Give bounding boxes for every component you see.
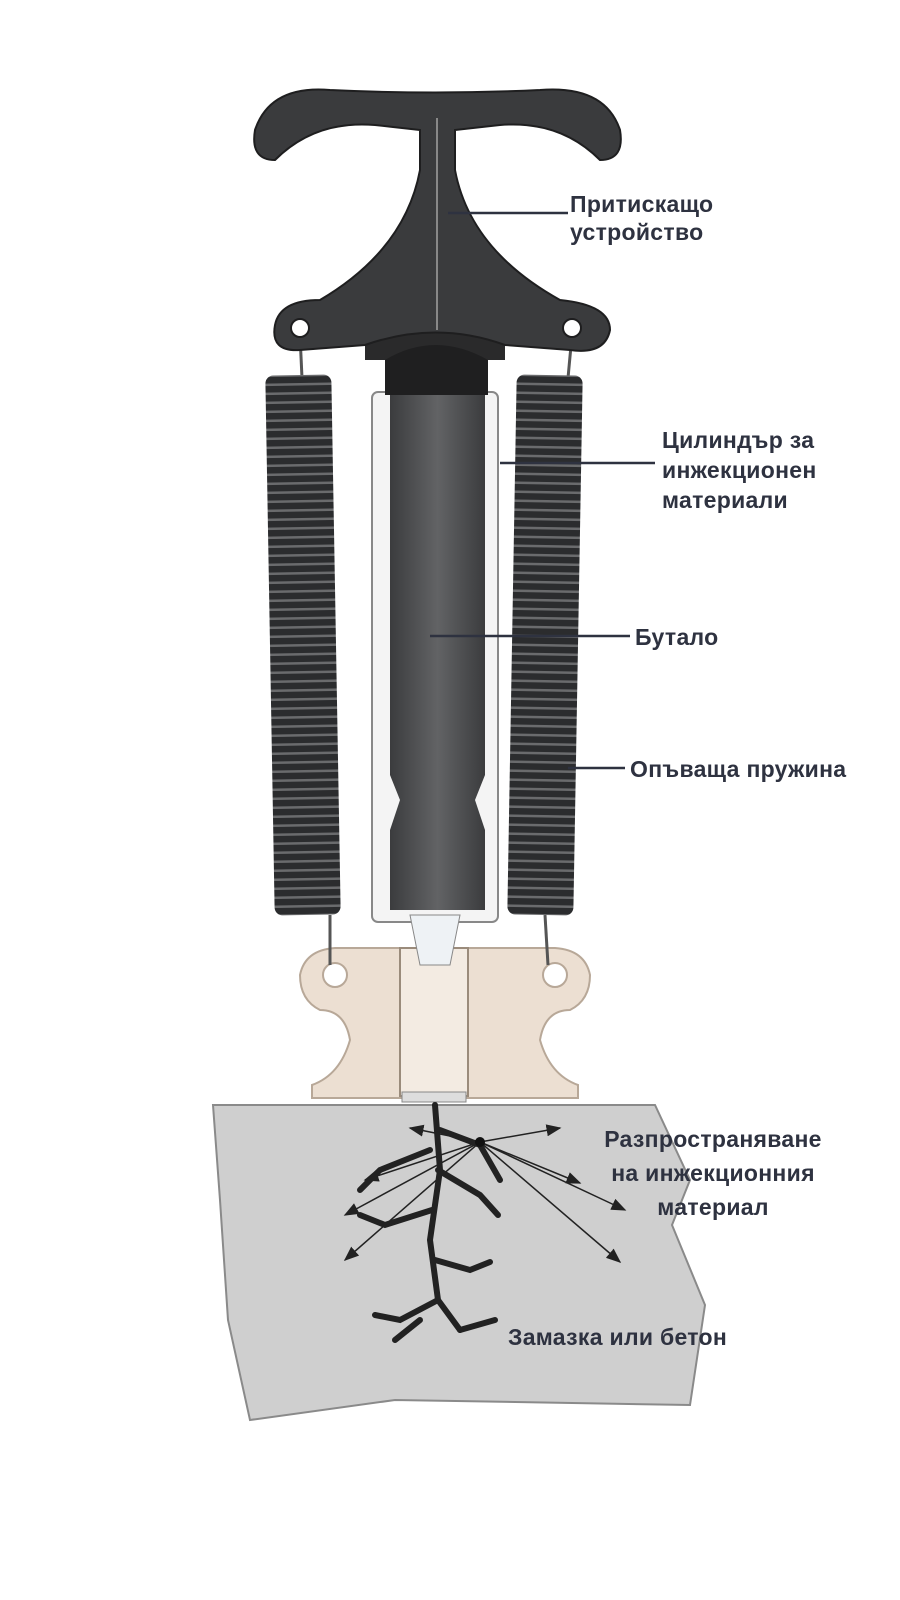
- label-tension-spring: Опъваща пружина: [630, 756, 847, 782]
- label-line: инжекционен: [662, 457, 817, 483]
- label-substrate: Замазка или бетон: [508, 1324, 728, 1350]
- tension-spring-left: [265, 334, 341, 965]
- leader-lines: [430, 211, 655, 770]
- label-cylinder: Цилиндър за инжекционен материали: [662, 425, 817, 515]
- label-piston: Бутало: [635, 624, 719, 650]
- plunger: [390, 395, 485, 910]
- label-line: Притискащо: [570, 191, 714, 217]
- label-line: материал: [657, 1194, 769, 1220]
- label-line: на инжекционния: [611, 1160, 815, 1186]
- label-line: Цилиндър за: [662, 427, 815, 453]
- tension-spring-right: [507, 334, 583, 966]
- nozzle: [409, 914, 461, 966]
- concrete-substrate: [211, 1104, 707, 1422]
- label-line: устройство: [570, 219, 704, 245]
- label-spread: Разпространяване на инжекционния материа…: [583, 1122, 843, 1224]
- label-line: Разпространяване: [604, 1126, 822, 1152]
- label-line: материали: [662, 487, 788, 513]
- spread-arrows: [343, 1124, 627, 1263]
- packer-base: [298, 947, 592, 1103]
- label-pressing-device: Притискащо устройство: [570, 190, 713, 246]
